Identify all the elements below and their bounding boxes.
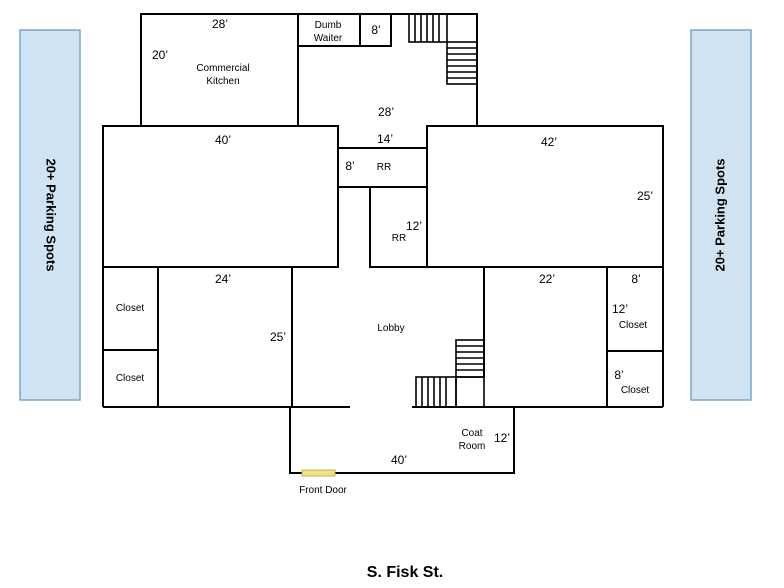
parking-area-left [19,29,81,401]
front-door[interactable] [301,469,336,477]
room-label-lobby: Lobby [377,323,404,334]
dim-dumbwaiter: 8’ [371,23,380,37]
room-label-closet-lb: Closet [116,373,145,384]
dim-left-bottom-depth: 25’ [270,330,286,344]
room-label-coat-2: Room [459,441,486,452]
stairs-lobby [415,339,485,408]
dim-closet-right-bottom: 8’ [614,368,623,382]
room-label-closet-rb: Closet [621,385,650,396]
room-label-closet-rt: Closet [619,320,648,331]
room-label-kitchen-2: Kitchen [206,76,239,87]
dim-coat-room: 12’ [494,431,510,445]
dim-closet-right-top: 12’ [612,302,628,316]
dim-left-bottom-width: 24’ [215,272,231,286]
dim-kitchen-width: 28’ [212,17,228,31]
room-label-dumbwaiter-2: Waiter [314,33,343,44]
room-label-closet-lt: Closet [116,303,145,314]
parking-area-right [690,29,752,401]
dim-closet-right-width: 8’ [631,272,640,286]
dim-left-room-width: 40’ [215,133,231,147]
room-label-rr-upper: RR [377,162,391,173]
room-label-rr-lower: RR [392,233,406,244]
dim-right-room-depth: 25’ [637,189,653,203]
room-label-coat-1: Coat [461,428,482,439]
dim-right-bottom-width: 22’ [539,272,555,286]
room-label-dumbwaiter-1: Dumb [315,20,342,31]
dim-entry-width: 40’ [391,453,407,467]
dim-upper-hall: 28’ [378,105,394,119]
parking-label-left: 20+ Parking Spots [44,158,59,271]
dim-rr-lower: 12’ [406,219,422,233]
dim-corridor: 14’ [377,132,393,146]
dim-rr-upper: 8’ [345,159,354,173]
street-label: S. Fisk St. [367,564,443,581]
parking-label-right: 20+ Parking Spots [712,158,727,271]
stairs-upper [408,13,478,85]
dim-kitchen-depth: 20’ [152,48,168,62]
front-door-label: Front Door [299,485,347,496]
dim-right-room-width: 42’ [541,135,557,149]
walls [102,13,664,474]
room-label-kitchen-1: Commercial [196,63,249,74]
